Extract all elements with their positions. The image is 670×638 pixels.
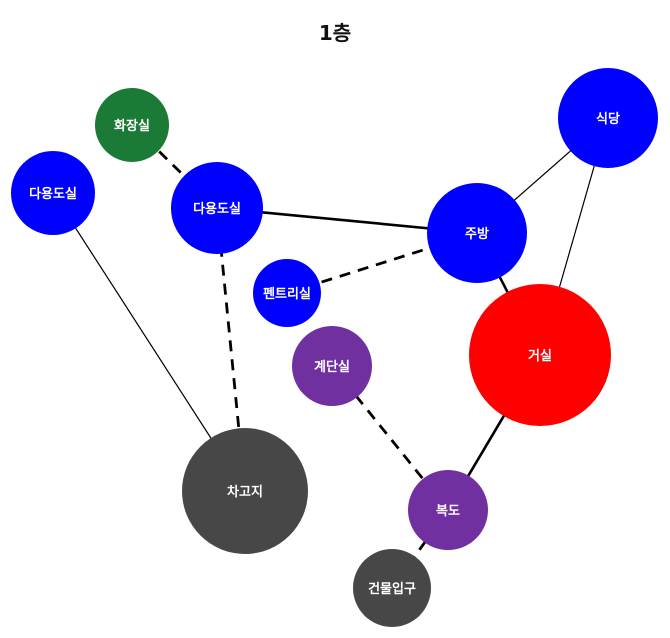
node-circle-dining <box>558 68 658 168</box>
node-entrance: 건물입구 <box>353 549 431 627</box>
node-label-living: 거실 <box>528 348 552 364</box>
node-circle-pantry <box>253 259 321 327</box>
node-label-multi_left: 다용도실 <box>29 186 77 202</box>
node-corridor: 복도 <box>408 470 488 550</box>
node-circle-stair <box>292 326 372 406</box>
node-label-dining: 식당 <box>596 111 620 127</box>
diagram-title: 1층 <box>319 21 351 45</box>
node-multi_left: 다용도실 <box>11 151 95 235</box>
node-circle-living <box>469 284 611 426</box>
node-circle-multi_left <box>11 151 95 235</box>
node-dining: 식당 <box>558 68 658 168</box>
node-circle-entrance <box>353 549 431 627</box>
node-label-toilet: 화장실 <box>114 118 150 134</box>
node-label-entrance: 건물입구 <box>368 581 416 597</box>
node-label-pantry: 펜트리실 <box>263 286 311 302</box>
node-stair: 계단실 <box>292 326 372 406</box>
node-kitchen: 주방 <box>427 183 527 283</box>
node-label-kitchen: 주방 <box>465 226 489 242</box>
node-label-garage: 차고지 <box>227 484 263 500</box>
node-circle-toilet <box>95 88 169 162</box>
node-circle-corridor <box>408 470 488 550</box>
node-label-stair: 계단실 <box>314 359 350 375</box>
node-living: 거실 <box>469 284 611 426</box>
node-label-multi_center: 다용도실 <box>193 201 241 217</box>
edge-kitchen-pantry <box>286 231 478 295</box>
node-label-corridor: 복도 <box>436 504 460 519</box>
node-toilet: 화장실 <box>95 88 169 162</box>
node-circle-garage <box>182 428 308 554</box>
node-garage: 차고지 <box>182 428 308 554</box>
node-circle-kitchen <box>427 183 527 283</box>
node-circle-multi_center <box>171 162 263 254</box>
node-multi_center: 다용도실 <box>171 162 263 254</box>
node-pantry: 펜트리실 <box>253 259 321 327</box>
